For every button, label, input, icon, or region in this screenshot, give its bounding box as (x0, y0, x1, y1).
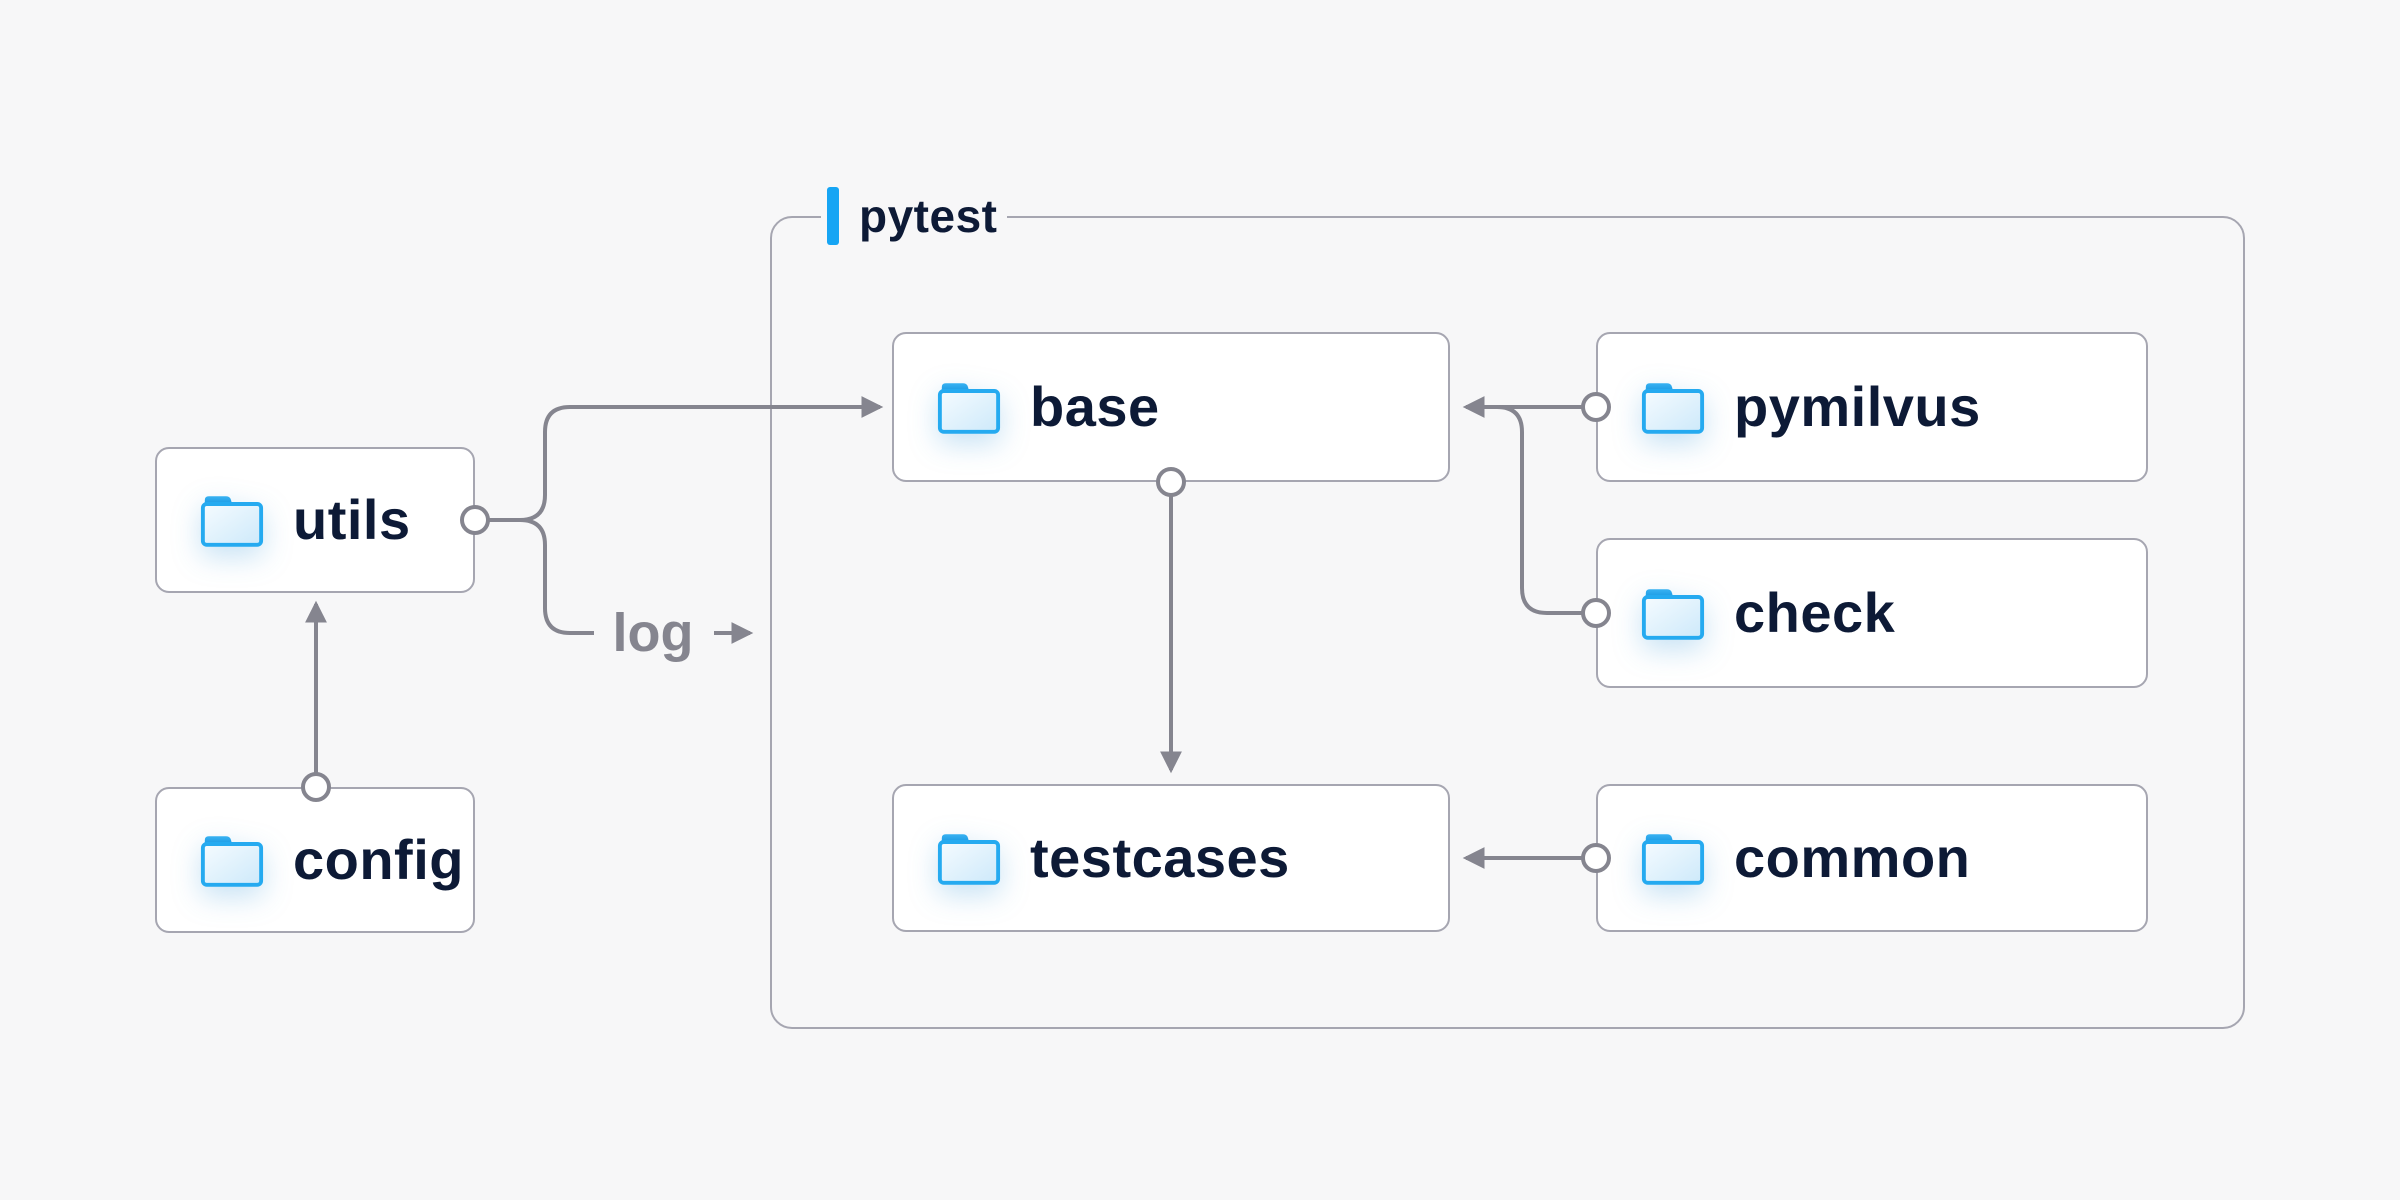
folder-icon (1640, 830, 1706, 887)
node-check: check (1596, 538, 2148, 688)
node-label: check (1734, 581, 1896, 644)
folder-icon (199, 492, 265, 549)
node-label: base (1030, 375, 1160, 438)
accent-bar (827, 187, 839, 245)
folder-icon (1640, 379, 1706, 436)
node-label: testcases (1030, 826, 1290, 889)
node-config: config (155, 787, 475, 933)
edge-label-log: log (612, 603, 694, 663)
folder-icon (199, 832, 265, 889)
container-title: pytest (859, 190, 998, 242)
node-base: base (892, 332, 1450, 482)
node-utils: utils (155, 447, 475, 593)
node-pymilvus: pymilvus (1596, 332, 2148, 482)
pytest-container-label: pytest (821, 185, 1008, 247)
folder-icon (936, 379, 1002, 436)
node-testcases: testcases (892, 784, 1450, 932)
folder-icon (936, 830, 1002, 887)
pytest-container (770, 216, 2245, 1029)
node-common: common (1596, 784, 2148, 932)
edge-utils-log (519, 518, 594, 635)
node-label: utils (293, 488, 411, 551)
node-label: pymilvus (1734, 375, 1981, 438)
folder-icon (1640, 585, 1706, 642)
node-label: common (1734, 826, 1971, 889)
node-label: config (293, 828, 464, 891)
